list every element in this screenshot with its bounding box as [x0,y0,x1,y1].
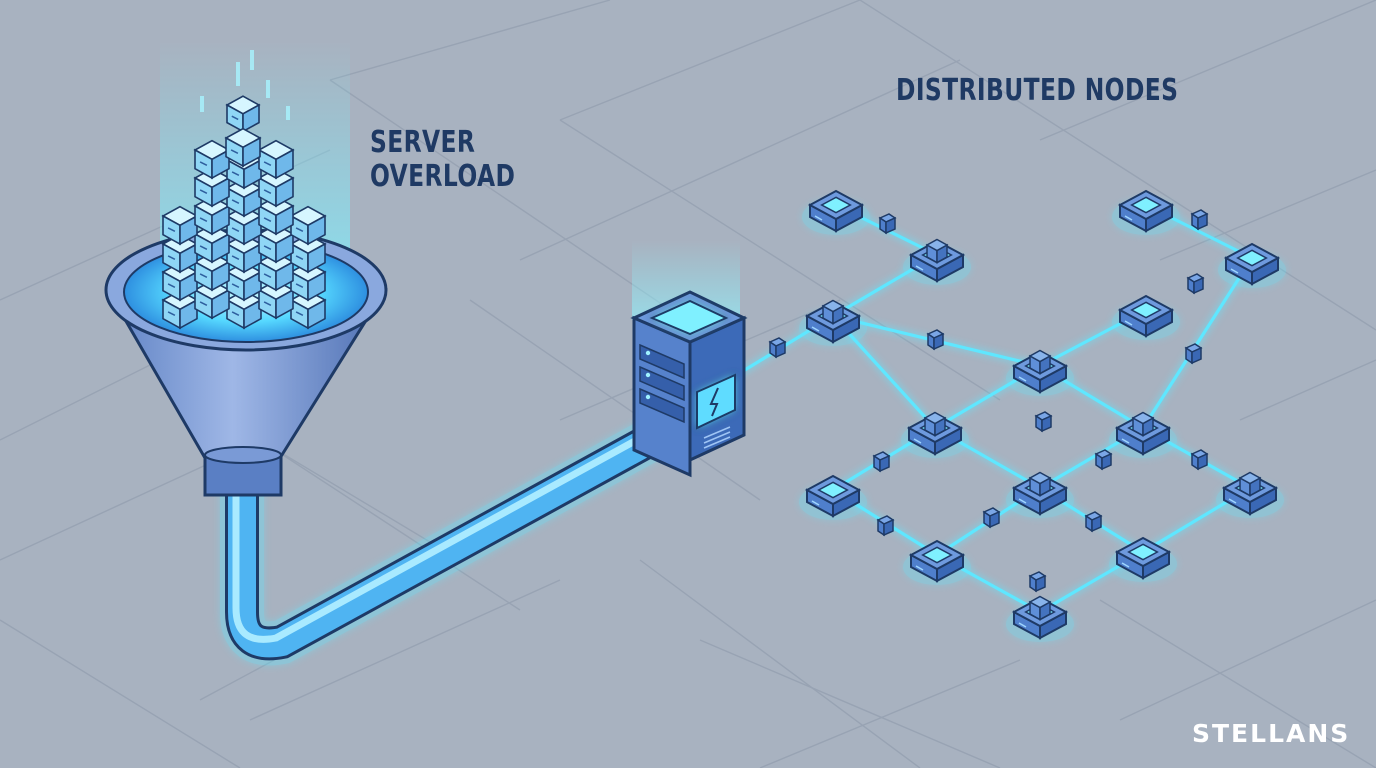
network-node-icon [1112,189,1180,235]
network-node-icon [903,238,971,285]
network-node-icon [1112,294,1180,340]
server-drive-bay [639,343,685,380]
grid-line [559,0,861,121]
network-node-icon [799,299,867,346]
data-packet-icon [926,329,945,351]
grid-line [519,59,961,261]
data-cube-icon [224,127,262,168]
data-particle [200,96,204,112]
data-particle [236,62,240,86]
data-packet-icon [1190,209,1209,231]
network-node-icon [799,474,867,520]
grid-line [259,439,521,611]
server-top-light [649,299,729,336]
grid-line [0,619,241,768]
server-vent [703,426,731,439]
network-node-icon [901,411,969,458]
grid-line [1239,359,1376,421]
grid-line [639,559,921,768]
data-packet-icon [1184,343,1203,365]
data-packet-icon [1028,571,1047,593]
network-node-icon [903,539,971,585]
server-drive-bay [639,387,685,424]
data-packet-icon [1084,511,1103,533]
data-packet-icon [1186,273,1205,295]
server-status-led [645,394,651,400]
grid-line [559,119,1001,401]
data-packet-icon [982,507,1001,529]
data-cube-icon [225,289,263,330]
data-cube-icon [193,139,231,180]
server-overload-label: SERVER OVERLOAD [370,126,515,194]
brand-logo: STELLANS [1192,719,1351,748]
pipe-highlight [232,432,648,643]
grid-line [759,659,1021,768]
server-label-line1: SERVER [370,125,476,160]
data-particle [266,80,270,98]
grid-line [859,0,1376,331]
grid-line [249,579,561,721]
grid-line [1119,599,1376,721]
network-link [1141,256,1254,430]
data-packets [768,209,1209,593]
network-links [733,203,1254,614]
grid-line [1159,169,1376,261]
data-packet-icon [872,451,891,473]
server-status-led [645,350,651,356]
data-cube-icon [161,205,199,246]
grid-line [329,0,611,81]
data-cube-icon [257,139,295,180]
server-label-line2: OVERLOAD [370,159,516,194]
server-vent [703,431,731,444]
data-packet-icon [876,515,895,537]
data-packet-icon [878,213,897,235]
data-particle [250,50,254,70]
grid-line [1039,0,1376,141]
distributed-nodes-label: DISTRIBUTED NODES [896,73,1179,108]
server-status-led [645,372,651,378]
server-vent [703,436,731,449]
network-node-icon [1006,471,1074,518]
data-cube-icon [289,205,327,246]
data-packet-icon [1190,449,1209,471]
network-nodes [799,189,1286,642]
data-cube-stack [161,95,327,330]
grid-line [469,299,761,501]
server-screen [696,373,736,430]
network-node-icon [1216,471,1284,518]
funnel-icon [104,40,388,497]
network-node-icon [1006,595,1074,642]
data-particle [286,106,290,120]
network-node-icon [1218,242,1286,288]
data-packet-icon [768,337,787,359]
data-packet-icon [1034,411,1053,433]
network-node-icon [1109,536,1177,582]
server-drive-bay [639,365,685,402]
funnel-neck-rim [204,446,282,464]
server-tower-icon [630,240,748,478]
data-packet-icon [1094,449,1113,471]
lightning-icon [709,387,719,417]
pipe-icon [220,416,672,666]
grid-line [1099,599,1376,768]
network-node-icon [802,189,870,235]
grid-line [699,639,1001,768]
network-node-icon [1109,411,1177,458]
network-node-icon [1006,349,1074,396]
data-cube-icon [225,95,261,133]
